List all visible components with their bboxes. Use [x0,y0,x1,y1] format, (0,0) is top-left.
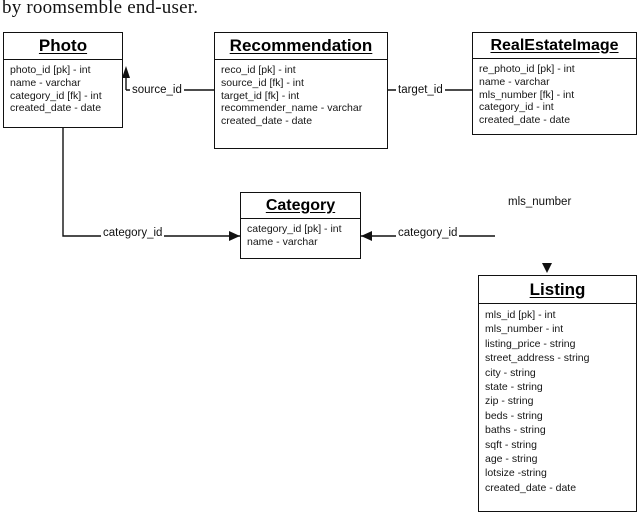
entity-recommendation[interactable]: Recommendation reco_id [pk] - int source… [214,32,388,149]
field-row: reco_id [pk] - int [221,64,296,76]
field-row: beds - string [485,409,543,422]
field-row: created_date - date [479,114,571,127]
field-row: mls_id [pk] - int [485,309,556,321]
field-row: category_id - int [479,101,554,114]
entity-realestateimage-fields: re_photo_id [pk] - int name - varchar ml… [473,59,636,132]
entity-photo-title: Photo [38,36,88,55]
field-row: target_id [fk] - int [221,89,300,102]
field-row: baths - string [485,424,546,437]
entity-photo-fields: photo_id [pk] - int name - varchar categ… [4,60,122,120]
relationship-label-mls-number: mls_number [506,196,574,208]
field-row: sqft - string [485,438,537,451]
relationship-label-source-id: source_id [130,84,184,96]
field-row: lotsize -string [485,467,547,480]
entity-category-title: Category [265,196,336,214]
entity-listing-fields: mls_id [pk] - int mls_number - int listi… [479,304,636,500]
field-row: street_address - string [485,352,590,365]
relationship-label-target-id: target_id [396,84,445,96]
field-row: created_date - date [221,115,313,128]
entity-realestateimage-title: RealEstateImage [490,36,619,54]
entity-recommendation-title: Recommendation [229,36,373,55]
connector-mls-number [542,263,552,273]
field-row: re_photo_id [pk] - int [479,63,575,75]
field-row: mls_number [fk] - int [479,88,575,101]
relationship-label-category-id-right: category_id [396,227,460,239]
entity-photo[interactable]: Photo photo_id [pk] - int name - varchar… [3,32,123,128]
field-row: city - string [485,366,536,379]
field-row: category_id [fk] - int [10,89,102,102]
field-row: age - string [485,453,538,466]
page-caption: by roomsemble end-user. [2,0,199,18]
field-row: name - varchar [247,235,318,248]
entity-listing-header: Listing [479,276,636,304]
field-row: name - varchar [479,75,550,88]
field-row: source_id [fk] - int [221,76,304,89]
field-row: created_date - date [10,102,102,115]
field-row: name - varchar [10,76,81,89]
entity-recommendation-header: Recommendation [215,33,387,60]
entity-listing[interactable]: Listing mls_id [pk] - int mls_number - i… [478,275,637,512]
field-row: zip - string [485,395,534,408]
field-row: state - string [485,381,543,394]
entity-recommendation-fields: reco_id [pk] - int source_id [fk] - int … [215,60,387,133]
relationship-label-category-id-left: category_id [101,227,165,239]
field-row: photo_id [pk] - int [10,64,91,76]
entity-realestateimage-header: RealEstateImage [473,33,636,59]
field-row: category_id [pk] - int [247,223,342,235]
entity-listing-title: Listing [529,279,586,299]
entity-category[interactable]: Category category_id [pk] - int name - v… [240,192,361,259]
entity-realestateimage[interactable]: RealEstateImage re_photo_id [pk] - int n… [472,32,637,135]
entity-photo-header: Photo [4,33,122,60]
field-row: mls_number - int [485,323,564,336]
field-row: recommender_name - varchar [221,102,363,115]
entity-category-header: Category [241,193,360,219]
field-row: created_date - date [485,481,577,494]
entity-category-fields: category_id [pk] - int name - varchar [241,219,360,254]
field-row: listing_price - string [485,337,576,350]
